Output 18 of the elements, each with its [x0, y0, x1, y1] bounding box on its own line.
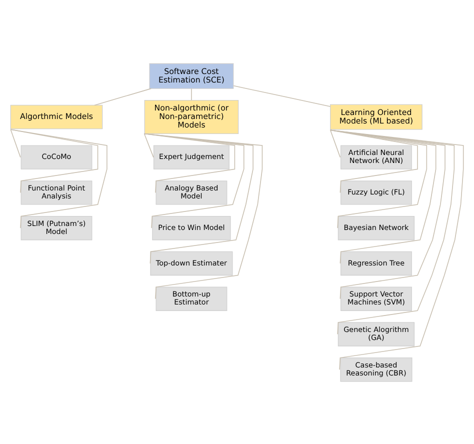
connector [144, 132, 154, 158]
connector [233, 84, 331, 106]
connector [330, 129, 436, 264]
connector [330, 129, 428, 228]
connector [330, 129, 464, 370]
connector [94, 88, 152, 106]
connector [191, 88, 192, 100]
connector [144, 132, 254, 264]
connector [10, 128, 21, 158]
connector [330, 129, 455, 334]
connector [10, 128, 108, 228]
connector [144, 132, 244, 228]
connector [330, 129, 341, 158]
connector [330, 129, 446, 299]
connector [144, 132, 263, 299]
connector [330, 129, 418, 193]
connector [144, 132, 236, 193]
connector [10, 128, 98, 193]
